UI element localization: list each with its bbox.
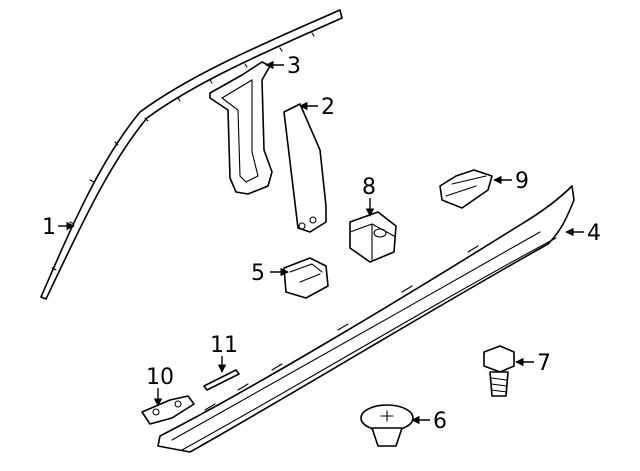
callout-5: 5: [251, 261, 265, 286]
part-9-bracket[interactable]: [439, 169, 493, 209]
part-5-clip[interactable]: [283, 257, 329, 299]
callout-9: 9: [515, 169, 529, 194]
part-10-bracket-clip[interactable]: [141, 395, 195, 425]
callout-8: 8: [362, 175, 376, 200]
callout-10: 10: [146, 365, 174, 390]
callout-11: 11: [210, 333, 238, 358]
part-1-roof-molding[interactable]: [40, 9, 343, 300]
part-2-pillar-cover[interactable]: [283, 103, 327, 233]
callout-2: 2: [321, 95, 335, 120]
callout-3: 3: [287, 54, 301, 79]
part-6-push-clip[interactable]: [360, 404, 414, 447]
part-3-pillar-trim[interactable]: [209, 61, 273, 195]
callout-1: 1: [42, 215, 56, 240]
callout-4: 4: [587, 221, 601, 246]
part-8-clip-block[interactable]: [349, 211, 397, 263]
callout-6: 6: [433, 409, 447, 434]
part-4-rocker-molding[interactable]: [157, 185, 575, 453]
part-11-seal-strip[interactable]: [203, 369, 240, 391]
callout-7: 7: [537, 351, 551, 376]
part-7-bolt[interactable]: [483, 345, 515, 397]
